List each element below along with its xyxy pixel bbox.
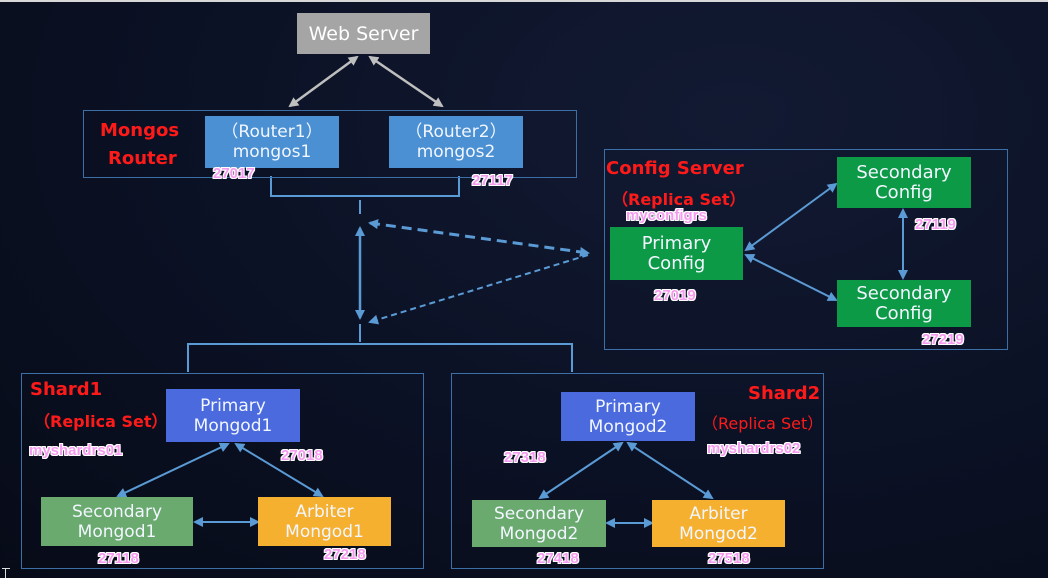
mongos-router-group: [83, 110, 577, 178]
secondary-mongod1-port: 27118: [98, 550, 139, 567]
primary-mongod2-port: 27318: [504, 449, 546, 466]
shard-bracket: [187, 343, 573, 372]
shard2-group: [451, 373, 824, 569]
shard2-title: Shard2: [748, 383, 821, 404]
arbiter-mongod2-node: Arbiter Mongod2: [652, 500, 785, 547]
router1-node: （Router1） mongos1: [205, 116, 339, 168]
shard1-replset-name: myshardrs01: [29, 442, 123, 459]
mongos-router-title: Mongos Router: [100, 120, 180, 169]
router2-node: （Router2） mongos2: [389, 116, 523, 168]
shard2-replset-name: myshardrs02: [707, 440, 801, 457]
primary-mongod1-node: Primary Mongod1: [166, 389, 300, 442]
router1-port: 27017: [213, 165, 255, 182]
top-border: [0, 0, 1048, 2]
shard1-group: [21, 373, 424, 569]
secondary-mongod1-node: Secondary Mongod1: [41, 497, 193, 546]
primary-mongod2-node: Primary Mongod2: [561, 392, 695, 441]
text-cursor-icon: [2, 568, 10, 578]
secondary-config1-port: 27119: [915, 216, 956, 233]
arbiter-mongod2-port: 27518: [708, 550, 750, 567]
config-replset-name: myconfigrs: [626, 207, 707, 224]
dashed-arrow-config-router: [368, 219, 590, 257]
secondary-config1-node: Secondary Config: [837, 157, 971, 208]
dashed-arrow-config-shards: [368, 254, 589, 325]
arbiter-mongod1-port: 27218: [324, 546, 366, 563]
shard1-title: Shard1: [30, 379, 103, 400]
config-server-title: Config Server: [606, 158, 744, 179]
shard1-subtitle: （Replica Set）: [34, 412, 168, 431]
web-server-label: Web Server: [308, 22, 419, 45]
config-server-group: [604, 149, 1008, 350]
secondary-config2-port: 27219: [922, 331, 964, 348]
secondary-mongod2-node: Secondary Mongod2: [472, 500, 606, 547]
arrow-web-to-router2: [368, 55, 444, 108]
primary-config-node: Primary Config: [610, 227, 743, 280]
primary-config-port: 27019: [654, 287, 696, 304]
arbiter-mongod1-node: Arbiter Mongod1: [258, 497, 391, 546]
arrow-web-to-router1: [288, 55, 359, 108]
secondary-config2-node: Secondary Config: [837, 280, 971, 327]
router2-port: 27117: [472, 172, 513, 189]
secondary-mongod2-port: 27418: [537, 550, 579, 567]
config-server-subtitle: （Replica Set）: [612, 190, 746, 209]
router-bracket: [270, 176, 460, 197]
web-server-node: Web Server: [297, 13, 430, 54]
primary-mongod1-port: 27018: [281, 447, 323, 464]
shard2-subtitle: （Replica Set）: [702, 414, 824, 433]
